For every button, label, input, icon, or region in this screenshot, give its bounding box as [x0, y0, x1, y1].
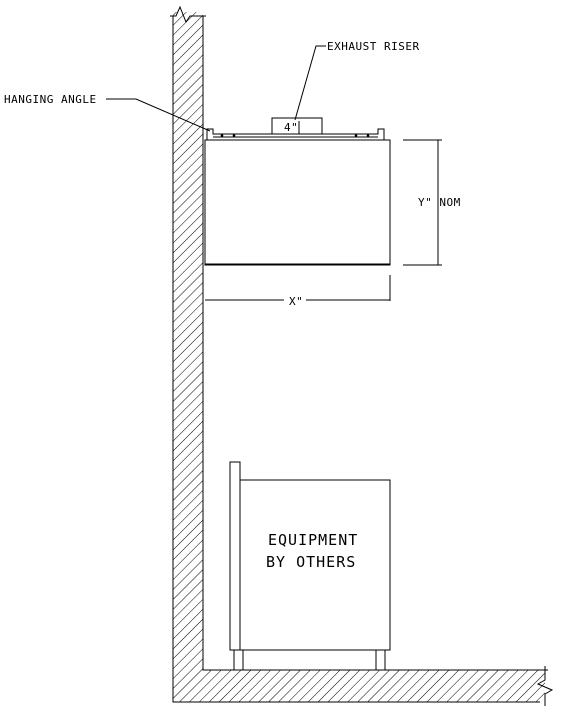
exhaust-riser-label: EXHAUST RISER [327, 40, 420, 53]
wall-hatch [173, 12, 545, 702]
riser-size-label: 4" [284, 121, 298, 134]
wall-outline [172, 16, 548, 703]
wall-and-floor [170, 5, 554, 706]
floor-break-symbol [536, 666, 554, 706]
width-dimension: X" [205, 275, 391, 308]
fastener [232, 134, 236, 137]
equipment: EQUIPMENT BY OTHERS [229, 461, 391, 671]
width-dimension-label: X" [289, 295, 303, 308]
height-dimension-label: Y" NOM [418, 196, 461, 209]
fastener [366, 134, 370, 137]
height-dimension: Y" NOM [403, 139, 461, 266]
hanging-angle-label: HANGING ANGLE [4, 93, 97, 106]
equipment-leg [233, 649, 244, 671]
equipment-leg [375, 649, 386, 671]
hood-body [204, 139, 391, 266]
equipment-label-line1: EQUIPMENT [268, 531, 358, 549]
fastener [354, 134, 358, 137]
fastener [220, 134, 224, 137]
exhaust-hood [204, 117, 391, 266]
exhaust-riser [271, 117, 323, 135]
exhaust-riser-leader [294, 45, 326, 121]
hanging-angle-leader [106, 98, 211, 132]
equipment-label-line2: BY OTHERS [266, 553, 356, 571]
equipment-body [229, 461, 391, 651]
wall-break-symbol [170, 5, 206, 24]
annotations: EXHAUST RISER HANGING ANGLE 4" [4, 40, 420, 134]
